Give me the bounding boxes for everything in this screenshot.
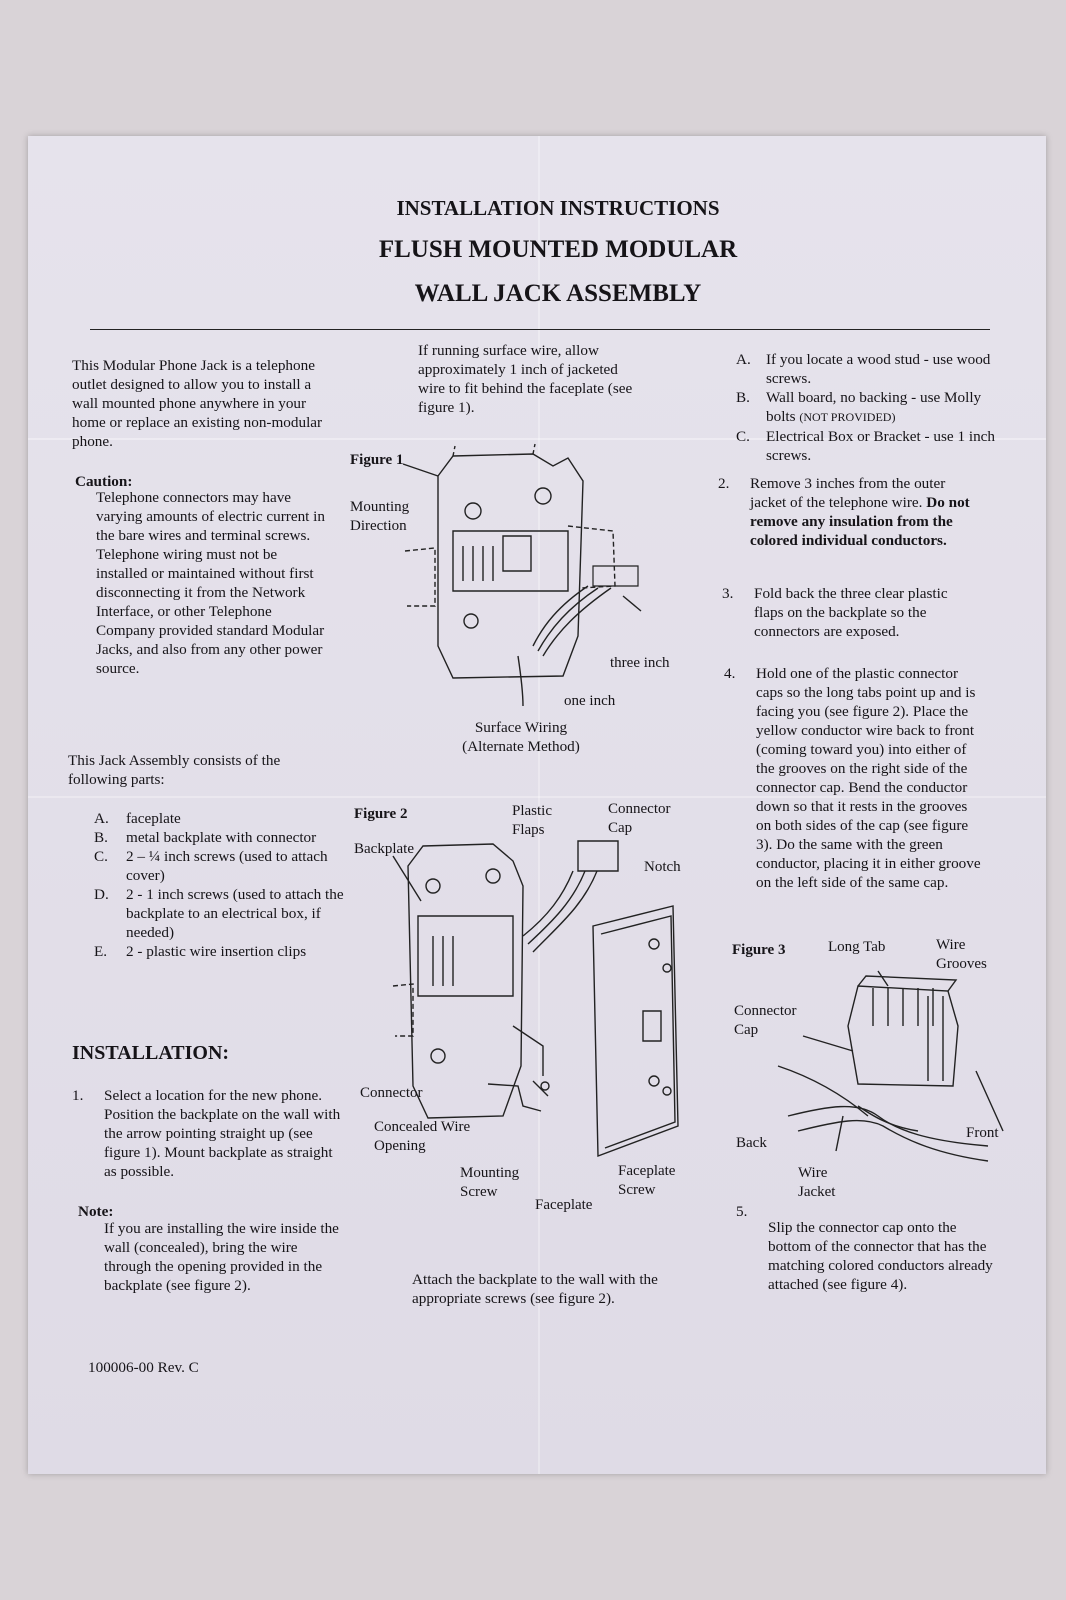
mounting-screw-label: Mounting Screw — [460, 1165, 520, 1200]
mounting-direction-label: Mounting Direction — [350, 499, 410, 534]
parts-intro: This Jack Assembly consists of the follo… — [68, 752, 281, 788]
intro-paragraph: This Modular Phone Jack is a telephone o… — [72, 357, 323, 450]
wire-grooves-label: Wire Grooves — [936, 937, 987, 972]
one-inch-label: one inch — [564, 693, 616, 709]
list-item: E.2 - plastic wire insertion clips — [94, 943, 307, 960]
note-text: If you are installing the wire inside th… — [104, 1220, 339, 1294]
fold-line — [538, 136, 540, 1474]
list-item: C.Electrical Box or Bracket - use 1 inch… — [736, 428, 995, 464]
figure-2-label: Figure 2 — [354, 806, 408, 822]
title-line-3: WALL JACK ASSEMBLY — [414, 280, 702, 307]
step-3: 3.Fold back the three clear plastic flap… — [722, 585, 948, 640]
connector-cap-label: Connector Cap — [734, 1003, 797, 1038]
connector-label: Connector — [360, 1085, 423, 1101]
surface-wire-text: If running surface wire, allow approxima… — [418, 342, 633, 416]
faceplate-label: Faceplate — [535, 1197, 593, 1213]
front-label: Front — [966, 1125, 999, 1141]
step-5-number: 5. — [736, 1203, 748, 1220]
plastic-flaps-label: Plastic Flaps — [512, 803, 552, 838]
fold-line — [28, 438, 1046, 440]
document-number: 100006-00 Rev. C — [88, 1359, 199, 1376]
installation-heading: INSTALLATION: — [72, 1042, 230, 1064]
fold-line — [28, 796, 1046, 798]
attach-backplate-text: Attach the backplate to the wall with th… — [412, 1271, 658, 1307]
figure-1-label: Figure 1 — [350, 452, 404, 468]
step-2: 2. Remove 3 inches from the outer jacket… — [718, 475, 970, 549]
long-tab-label: Long Tab — [828, 939, 886, 955]
backplate-label: Backplate — [354, 841, 414, 857]
list-item: C.2 – ¼ inch screws (used to attach cove… — [94, 848, 328, 884]
concealed-wire-opening-label: Concealed Wire Opening — [374, 1119, 471, 1154]
figure-2-diagram — [373, 826, 693, 1196]
figure-3-diagram — [748, 966, 1018, 1186]
step-4: 4.Hold one of the plastic connector caps… — [724, 665, 981, 891]
title-line-2: FLUSH MOUNTED MODULAR — [378, 236, 738, 263]
faceplate-screw-label: Faceplate Screw — [618, 1163, 676, 1198]
figure-1-caption: Surface Wiring (Alternate Method) — [462, 719, 580, 755]
notch-label: Notch — [644, 859, 681, 875]
list-item: B.metal backplate with connector — [94, 829, 317, 846]
caution-label: Caution: — [75, 473, 133, 490]
back-label: Back — [736, 1135, 767, 1151]
mount-options-list: A.If you locate a wood stud - use wood s… — [736, 350, 998, 465]
step-5-text: Slip the connector cap onto the bottom o… — [768, 1219, 993, 1293]
wire-jacket-label: Wire Jacket — [798, 1165, 836, 1200]
step-1: 1.Select a location for the new phone. P… — [72, 1087, 341, 1180]
instruction-sheet: INSTALLATION INSTRUCTIONS FLUSH MOUNTED … — [28, 136, 1046, 1474]
parts-list: A.faceplate B.metal backplate with conne… — [94, 809, 344, 961]
connector-cap-label: Connector Cap — [608, 801, 671, 836]
list-item: D.2 - 1 inch screws (used to attach the … — [94, 886, 344, 941]
note-label: Note: — [78, 1203, 114, 1220]
caution-text: Telephone connectors may have varying am… — [96, 489, 325, 677]
title-line-1: INSTALLATION INSTRUCTIONS — [396, 196, 720, 220]
list-item: A.faceplate — [94, 810, 181, 827]
figure-3-label: Figure 3 — [732, 942, 786, 958]
figure-1-diagram — [383, 436, 643, 706]
header-rule — [90, 329, 990, 330]
list-item: B.Wall board, no backing - use Molly bol… — [736, 389, 982, 425]
list-item: A.If you locate a wood stud - use wood s… — [736, 351, 991, 387]
three-inch-label: three inch — [610, 655, 670, 671]
